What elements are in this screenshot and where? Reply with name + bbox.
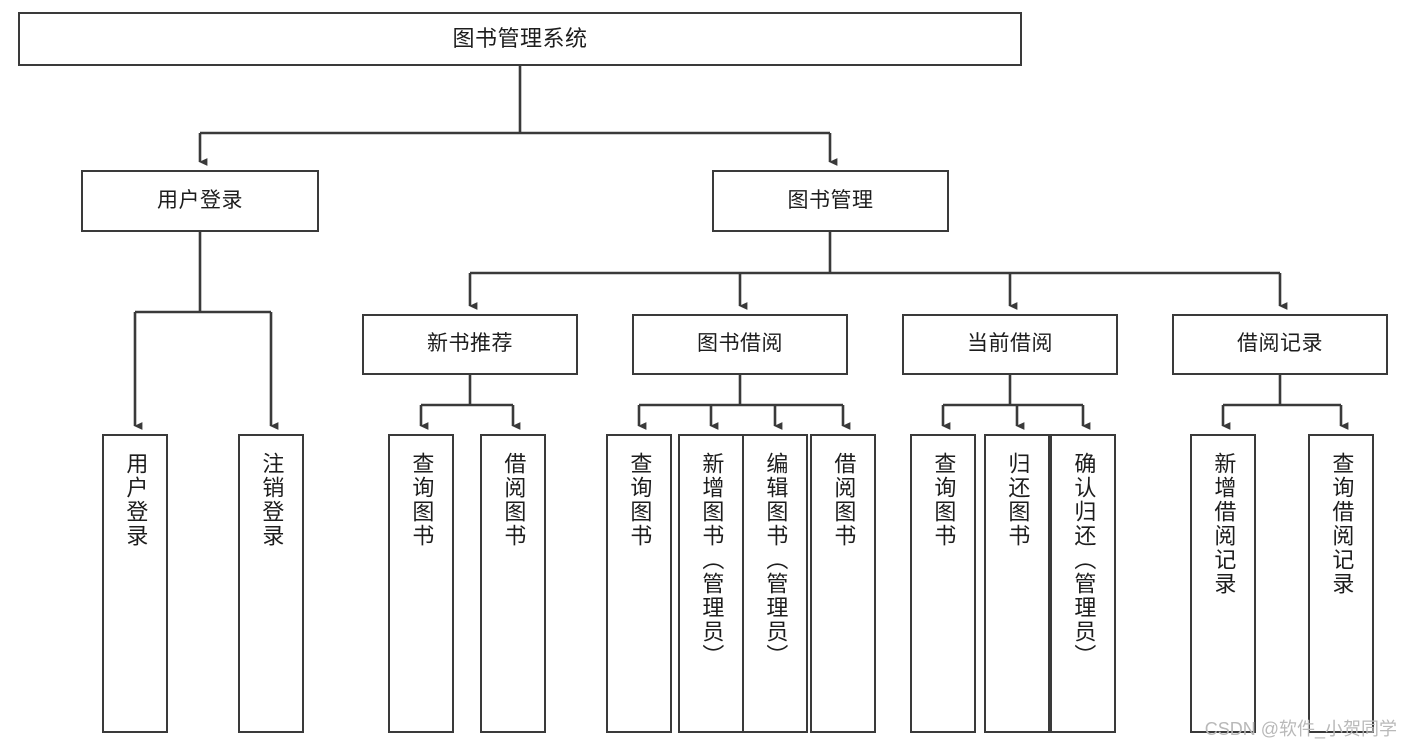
node-leaf-user-logout-label: 注销登录 [259,452,285,548]
node-leaf-add-record-label: 新增借阅记录 [1211,452,1237,596]
node-user-login-label: 用户登录 [157,188,243,212]
node-leaf-borrow-book-1-label: 借阅图书 [501,452,527,548]
node-leaf-query-book-1[interactable]: 查询图书 [388,434,454,733]
node-root[interactable]: 图书管理系统 [18,12,1022,66]
node-user-login[interactable]: 用户登录 [81,170,319,232]
node-root-label: 图书管理系统 [452,26,588,52]
node-leaf-borrow-book-2[interactable]: 借阅图书 [810,434,876,733]
node-leaf-query-book-1-label: 查询图书 [409,452,435,548]
node-leaf-user-login[interactable]: 用户登录 [102,434,168,733]
node-leaf-borrow-book-1[interactable]: 借阅图书 [480,434,546,733]
node-leaf-edit-book-label: 编辑图书（管理员） [763,452,789,668]
node-book-manage[interactable]: 图书管理 [712,170,949,232]
node-leaf-query-record[interactable]: 查询借阅记录 [1308,434,1374,733]
node-leaf-add-book[interactable]: 新增图书（管理员） [678,434,744,733]
node-leaf-add-book-label: 新增图书（管理员） [699,452,725,668]
node-leaf-edit-book[interactable]: 编辑图书（管理员） [742,434,808,733]
node-current-borrow-label: 当前借阅 [967,332,1053,356]
node-leaf-return-book[interactable]: 归还图书 [984,434,1050,733]
node-leaf-confirm-return-label: 确认归还（管理员） [1071,452,1097,668]
node-leaf-query-book-3-label: 查询图书 [931,452,957,548]
node-borrow-record[interactable]: 借阅记录 [1172,314,1388,375]
node-leaf-user-logout[interactable]: 注销登录 [238,434,304,733]
node-leaf-confirm-return[interactable]: 确认归还（管理员） [1050,434,1116,733]
node-leaf-query-record-label: 查询借阅记录 [1329,452,1355,596]
node-current-borrow[interactable]: 当前借阅 [902,314,1118,375]
node-book-borrow-label: 图书借阅 [697,332,783,356]
node-new-book-recommend[interactable]: 新书推荐 [362,314,578,375]
node-leaf-borrow-book-2-label: 借阅图书 [831,452,857,548]
node-leaf-user-login-label: 用户登录 [123,452,149,548]
node-new-book-recommend-label: 新书推荐 [427,332,513,356]
node-book-borrow[interactable]: 图书借阅 [632,314,848,375]
node-leaf-add-record[interactable]: 新增借阅记录 [1190,434,1256,733]
watermark-text: CSDN @软件_小贺同学 [1204,719,1397,739]
node-leaf-query-book-2-label: 查询图书 [627,452,653,548]
node-borrow-record-label: 借阅记录 [1237,332,1323,356]
node-book-manage-label: 图书管理 [787,188,874,212]
node-leaf-query-book-3[interactable]: 查询图书 [910,434,976,733]
node-leaf-return-book-label: 归还图书 [1005,452,1031,548]
node-leaf-query-book-2[interactable]: 查询图书 [606,434,672,733]
